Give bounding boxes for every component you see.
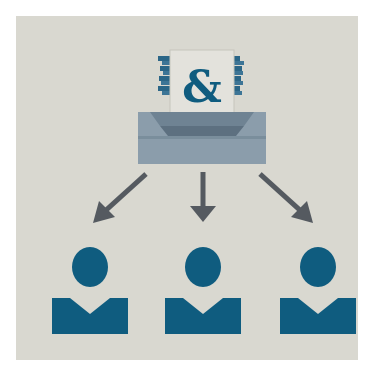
document-icon: & [169, 49, 235, 121]
arrow-right-down-icon [258, 172, 304, 214]
person-icon-center [165, 247, 241, 334]
arrow-left-down-icon [102, 172, 148, 214]
document-glyph: & [182, 62, 222, 113]
arrow-down-head [190, 206, 216, 222]
person-icon-right [280, 247, 356, 334]
arrow-left-down-head [93, 201, 115, 223]
inbox-tray-icon [138, 112, 266, 164]
person-icon-left [52, 247, 128, 334]
arrow-right-down-head [291, 201, 313, 223]
